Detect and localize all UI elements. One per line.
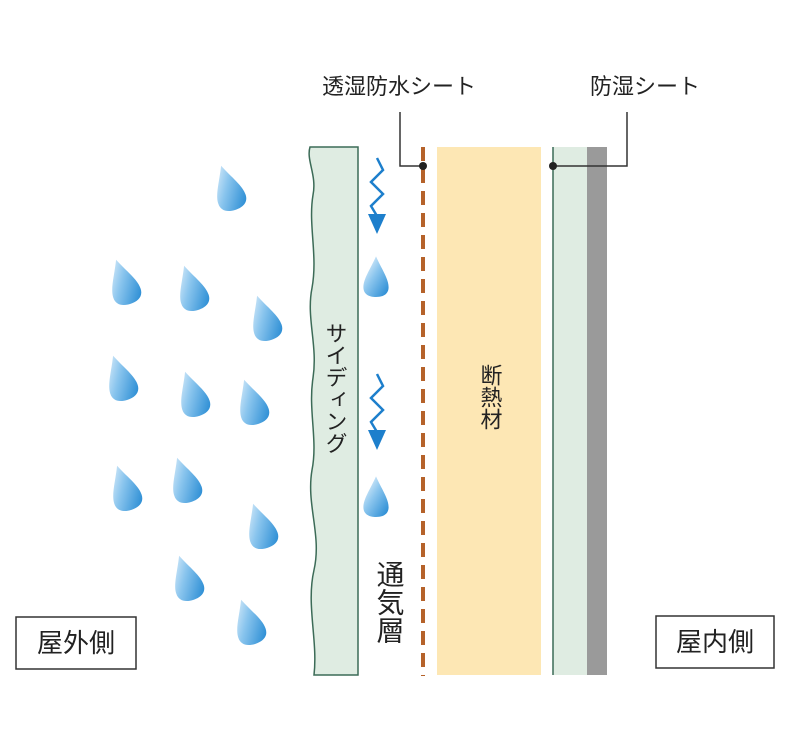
water-down-arrow-icon bbox=[368, 157, 386, 234]
raindrop-icon bbox=[102, 255, 145, 309]
water-drop-icon bbox=[363, 476, 389, 517]
insulation-layer bbox=[437, 147, 541, 675]
raindrop-icon bbox=[239, 499, 282, 553]
raindrop-icon bbox=[207, 161, 250, 215]
raindrop-icon bbox=[243, 291, 286, 345]
siding-label: サイディング bbox=[322, 322, 347, 454]
outside-label-box bbox=[15, 616, 137, 670]
outside-label: 屋外側 bbox=[37, 629, 115, 659]
siding-panel bbox=[308, 146, 359, 676]
water-down-arrow-icon bbox=[368, 373, 386, 450]
vapor-barrier-layer bbox=[553, 147, 587, 675]
insulation-label: 断熱材 bbox=[477, 364, 503, 430]
breathable-sheet-marker bbox=[419, 162, 427, 170]
inside-label: 屋内側 bbox=[676, 628, 754, 658]
interior-board bbox=[587, 147, 607, 675]
raindrop-icon bbox=[103, 461, 146, 515]
raindrop-icon bbox=[170, 261, 213, 315]
water-drop-icon bbox=[363, 256, 389, 297]
air-layer-label: 通気層 bbox=[373, 560, 406, 644]
breathable-sheet-leader bbox=[399, 112, 423, 167]
inside-label-box bbox=[655, 615, 775, 669]
rain-drops bbox=[99, 161, 286, 649]
vapor-barrier-label: 防湿シート bbox=[590, 75, 700, 100]
breathable-sheet-label: 透湿防水シート bbox=[322, 75, 476, 100]
vapor-barrier-marker bbox=[549, 162, 557, 170]
raindrop-icon bbox=[165, 551, 208, 605]
raindrop-icon bbox=[227, 595, 270, 649]
raindrop-icon bbox=[230, 375, 273, 429]
raindrop-icon bbox=[163, 453, 206, 507]
raindrop-icon bbox=[171, 367, 214, 421]
raindrop-icon bbox=[99, 351, 142, 405]
vapor-barrier-leader bbox=[553, 112, 628, 167]
